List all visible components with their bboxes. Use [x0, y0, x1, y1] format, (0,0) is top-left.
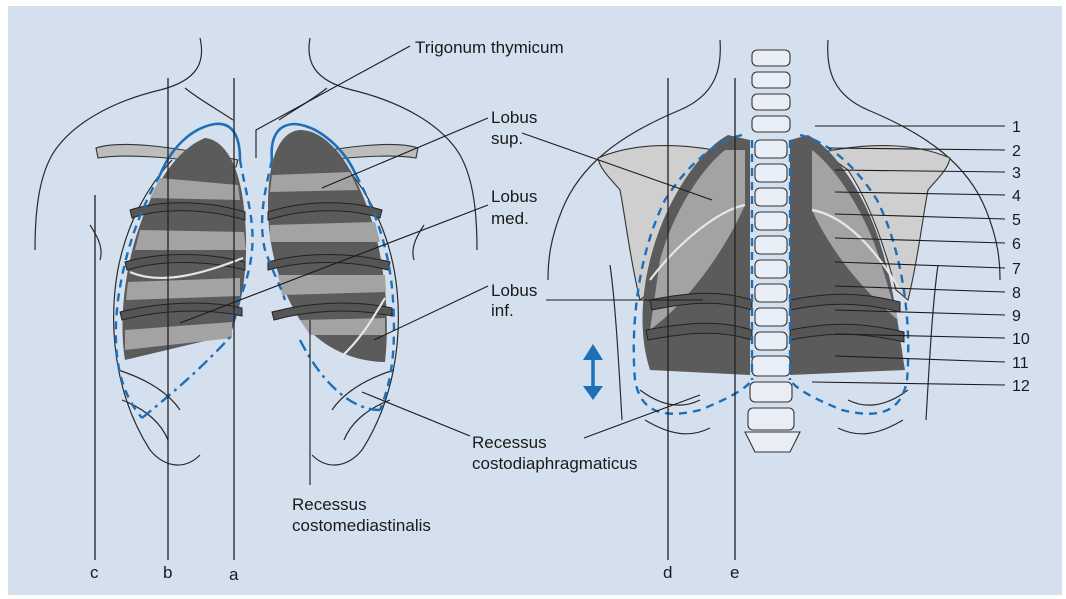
- label-recessus-cm-line1: Recessus: [292, 495, 367, 514]
- sacrum: [745, 432, 800, 452]
- recessus-cd-leader-left: [362, 392, 470, 436]
- vertebra: [752, 50, 790, 66]
- label-lobus-med-line2: med.: [491, 209, 529, 228]
- label-recessus-cd-line2: costodiaphragmaticus: [472, 454, 637, 473]
- vertebra: [755, 260, 787, 278]
- posterior-lower-rib: [848, 390, 908, 405]
- posterior-lower-rib: [838, 420, 903, 434]
- vertebra: [752, 116, 790, 132]
- vertebra: [752, 72, 790, 88]
- label-recessus-cd-line1: Recessus: [472, 433, 547, 452]
- rib-number: 1: [1012, 119, 1021, 136]
- rib-number: 6: [1012, 236, 1021, 253]
- label-line-b: b: [163, 563, 172, 582]
- posterior-arm-left: [610, 265, 622, 420]
- label-lobus-sup-line2: sup.: [491, 129, 523, 148]
- label-lobus-inf-line1: Lobus: [491, 281, 537, 300]
- rib-leader: [812, 382, 1005, 385]
- rib-number: 7: [1012, 261, 1021, 278]
- posterior-lower-rib: [640, 390, 700, 405]
- rib-number: 5: [1012, 212, 1021, 229]
- vertebra: [748, 408, 794, 430]
- rib-number: 8: [1012, 285, 1021, 302]
- rib-number: 10: [1012, 331, 1030, 348]
- label-line-a: a: [229, 565, 239, 584]
- vertebra: [752, 94, 790, 110]
- vertebra: [755, 236, 787, 254]
- label-trigonum-thymicum: Trigonum thymicum: [415, 38, 564, 57]
- rib-number: 9: [1012, 308, 1021, 325]
- recessus-cd-leader-right: [584, 395, 700, 438]
- breathing-arrow-icon: [583, 344, 603, 400]
- vertebra: [755, 212, 787, 230]
- vertebra: [750, 382, 792, 402]
- rib-number: 12: [1012, 378, 1030, 395]
- rib-number: 3: [1012, 165, 1021, 182]
- label-line-e: e: [730, 563, 739, 582]
- label-lobus-med-line1: Lobus: [491, 187, 537, 206]
- label-line-c: c: [90, 563, 99, 582]
- label-lobus-inf-line2: inf.: [491, 301, 514, 320]
- vertebra: [755, 284, 787, 302]
- vertebra: [755, 164, 787, 182]
- posterior-arm-right: [926, 265, 938, 420]
- vertebra: [755, 332, 787, 350]
- posterior-lower-rib: [645, 420, 710, 434]
- label-lobus-sup-line1: Lobus: [491, 108, 537, 127]
- label-recessus-cm-line2: costomediastinalis: [292, 516, 431, 535]
- rib-number: 4: [1012, 188, 1021, 205]
- vertebra: [752, 356, 790, 376]
- anterior-view: [35, 38, 477, 560]
- vertebra: [755, 140, 787, 158]
- vertebra: [755, 308, 787, 326]
- vertebra: [755, 188, 787, 206]
- anterior-neck-left: [185, 88, 233, 120]
- label-line-d: d: [663, 563, 672, 582]
- rib-number: 11: [1012, 355, 1029, 372]
- rib-number: 2: [1012, 143, 1021, 160]
